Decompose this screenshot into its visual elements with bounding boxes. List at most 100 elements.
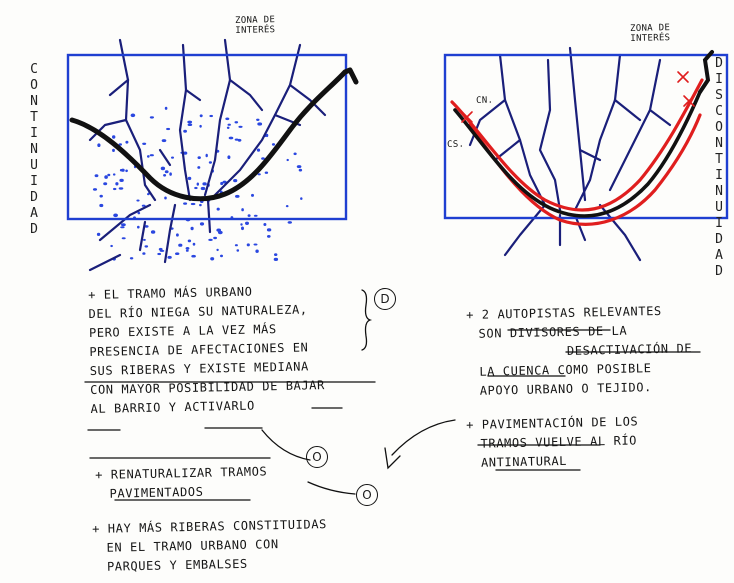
marker-cs: CS. <box>447 140 464 150</box>
brace <box>362 290 370 350</box>
density-dot <box>186 250 189 252</box>
side-label-letter: D <box>26 222 42 238</box>
note-left-2-line: PAVIMENTADOS <box>95 481 268 504</box>
density-dot <box>251 194 254 197</box>
density-dot <box>297 165 302 168</box>
density-dot <box>165 107 168 110</box>
side-label-letter: N <box>711 184 727 200</box>
density-dot <box>191 203 196 205</box>
density-dot <box>151 230 155 234</box>
note-left-1: + EL TRAMO MÁS URBANO DEL RÍO NIEGA SU N… <box>88 281 325 419</box>
density-dot <box>113 173 116 175</box>
density-dot <box>225 118 229 121</box>
density-dot <box>188 177 192 180</box>
side-label-letter: D <box>711 232 727 248</box>
side-label-letter: A <box>26 206 42 222</box>
density-dot <box>257 122 262 125</box>
density-dot <box>194 187 197 189</box>
density-dot <box>227 127 230 129</box>
density-dot <box>112 135 115 138</box>
density-dot <box>206 154 208 158</box>
zone-label-right-line2: INTERÉS <box>630 33 670 44</box>
badge-d: D <box>374 288 396 310</box>
density-dot <box>112 149 115 152</box>
density-dot <box>220 255 223 258</box>
density-dot <box>137 226 140 229</box>
note-left-2-line: + RENATURALIZAR TRAMOS <box>95 462 268 485</box>
density-dot <box>93 188 97 191</box>
left-diagram <box>68 40 356 270</box>
density-dot <box>171 157 174 159</box>
density-dot <box>147 193 150 195</box>
density-dot <box>201 187 206 190</box>
density-dot <box>300 197 302 200</box>
side-label-letter: D <box>26 190 42 206</box>
density-dot <box>247 243 250 246</box>
river-network-right <box>470 48 670 260</box>
density-dot <box>97 233 100 236</box>
arrow-line <box>392 420 455 455</box>
note-right-1: + 2 AUTOPISTAS RELEVANTES SON DIVISORES … <box>466 301 693 401</box>
density-dot <box>130 257 133 259</box>
density-dot <box>254 215 258 217</box>
density-dot <box>115 182 118 185</box>
density-dot <box>119 179 123 182</box>
density-dot <box>235 244 238 246</box>
density-dot <box>217 208 220 211</box>
density-dot <box>165 170 169 173</box>
density-dot <box>288 221 292 224</box>
density-dot <box>191 227 194 230</box>
arrow-head <box>385 448 400 468</box>
zone-of-interest-frame-left <box>68 55 346 219</box>
urban-road-left <box>72 70 356 199</box>
density-dot <box>150 116 154 118</box>
density-dot <box>104 175 108 179</box>
urban-dot-field <box>93 107 303 261</box>
density-dot <box>287 159 289 161</box>
density-dot <box>263 223 266 226</box>
density-dot <box>299 169 302 172</box>
side-label-letter: A <box>711 248 727 264</box>
density-dot <box>167 256 171 259</box>
right-diagram <box>445 48 727 260</box>
density-dot <box>199 125 201 128</box>
density-dot <box>142 252 145 255</box>
marker-cn: CN. <box>476 96 493 106</box>
density-dot <box>235 139 239 141</box>
density-dot <box>235 195 240 198</box>
side-label-letter: O <box>711 120 727 136</box>
side-label-letter: N <box>711 136 727 152</box>
density-dot <box>175 252 179 255</box>
density-dot <box>119 187 124 189</box>
density-dot <box>157 253 161 255</box>
side-label-letter: T <box>26 110 42 126</box>
density-dot <box>183 202 187 204</box>
density-dot <box>113 188 116 190</box>
density-dot <box>274 258 278 261</box>
density-dot <box>121 169 125 172</box>
cross-marks <box>462 72 694 122</box>
density-dot <box>213 237 217 239</box>
density-dot <box>227 155 230 159</box>
density-dot <box>191 255 196 258</box>
density-dot <box>216 229 221 232</box>
density-dot <box>197 183 199 186</box>
side-label-letter: S <box>711 88 727 104</box>
density-dot <box>166 128 170 130</box>
side-label-letter: I <box>26 174 42 190</box>
note-right-2-line: ANTINATURAL <box>467 450 640 473</box>
density-dot <box>267 228 271 231</box>
density-dot <box>199 204 202 206</box>
side-label-letter: C <box>26 62 42 78</box>
side-label-letter: U <box>26 158 42 174</box>
density-dot <box>208 239 212 241</box>
density-dot <box>186 247 190 250</box>
density-dot <box>209 115 213 117</box>
density-dot <box>176 233 179 236</box>
density-dot <box>245 222 249 225</box>
density-dot <box>100 195 103 198</box>
density-dot <box>162 139 167 142</box>
density-dot <box>161 167 165 171</box>
side-label-letter: I <box>711 216 727 232</box>
